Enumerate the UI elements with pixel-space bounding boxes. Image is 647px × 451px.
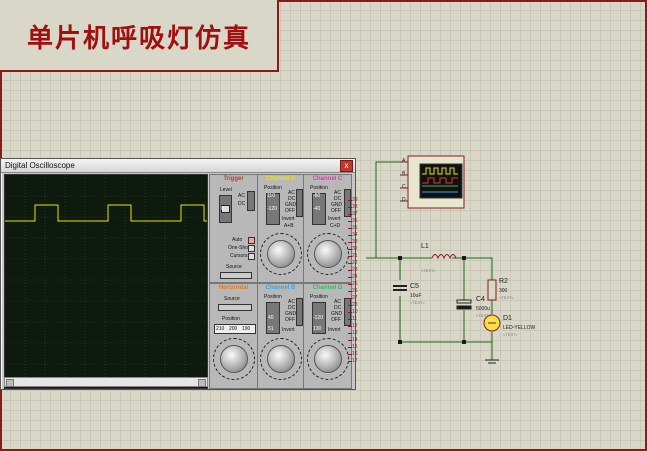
trigger-source-selector[interactable] — [220, 272, 252, 279]
pin-label: 11 — [348, 316, 366, 323]
c5-text: <TEXT> — [410, 300, 425, 305]
pin-label: 26 — [348, 288, 366, 295]
channel-d-panel: Channel D Position -120 130 AC DC GND OF… — [303, 283, 352, 389]
c4-label: C4 — [476, 296, 485, 303]
horizontal-position-spinner[interactable]: 210 200 190 — [214, 324, 256, 334]
title-box: 单片机呼吸灯仿真 — [0, 0, 279, 72]
pin-label: 28 — [348, 302, 366, 309]
channel-b-title: Channel B — [265, 285, 296, 291]
pin-label: 36 — [348, 218, 366, 225]
c4-value: 5000u — [476, 306, 490, 312]
trigger-level-spinner[interactable] — [219, 195, 232, 223]
scope-pin-b: B — [402, 171, 406, 177]
horizontal-source-selector[interactable] — [218, 304, 252, 311]
scroll-right-arrow[interactable] — [198, 379, 206, 387]
scroll-left-arrow[interactable] — [6, 379, 14, 387]
pin-label: 37 — [348, 211, 366, 218]
scope-pin-column: 39 38 37 36 35 34 33 32 21 22 23 24 25 2… — [348, 197, 366, 365]
channel-c-panel: Channel C Position -80 -40 AC DC GND OFF… — [303, 174, 352, 283]
pin-label: 32 — [348, 246, 366, 253]
trigger-oneshot-button[interactable] — [248, 245, 255, 252]
pin-label: 10 — [348, 309, 366, 316]
horizontal-time-knob[interactable] — [220, 345, 248, 373]
channel-a-volts-knob[interactable] — [267, 240, 295, 268]
oscilloscope-title: Digital Oscilloscope — [5, 161, 75, 170]
horizontal-panel: Horizontal Source Position 210 200 190 — [209, 283, 258, 389]
scope-pin-c: C — [402, 184, 406, 190]
scope-trace-svg — [5, 175, 207, 388]
scope-display — [4, 174, 208, 389]
pin-label: 13 — [348, 330, 366, 337]
pin-label: 15 — [348, 344, 366, 351]
wire-to-r2 — [452, 257, 493, 280]
page-title: 单片机呼吸灯仿真 — [27, 24, 252, 54]
d1-label: D1 — [503, 315, 512, 322]
channel-b-coupling-switch[interactable] — [296, 298, 303, 326]
channel-b-position-spinner[interactable] — [266, 302, 280, 334]
l1-label: L1 — [421, 243, 429, 250]
pin-label: 38 — [348, 204, 366, 211]
pin-label: 34 — [348, 232, 366, 239]
pin-label: 39 — [348, 197, 366, 204]
wire-scope-a — [375, 161, 408, 258]
inductor-l1[interactable] — [431, 254, 457, 260]
horizontal-title: Horizontal — [218, 285, 249, 291]
pin-label: 12 — [348, 323, 366, 330]
trigger-coupling-switch[interactable] — [247, 191, 255, 211]
l1-text: <TEXT> — [421, 268, 436, 273]
trigger-cursors-button[interactable] — [248, 253, 255, 260]
pin-label: 22 — [348, 260, 366, 267]
pin-label: 16 — [348, 351, 366, 358]
channel-c-title: Channel C — [312, 176, 343, 182]
channel-d-position-spinner[interactable] — [312, 302, 326, 334]
scope-pin-a: A — [402, 158, 406, 164]
pin-label: 25 — [348, 281, 366, 288]
pin-label: 35 — [348, 225, 366, 232]
resistor-r2[interactable] — [487, 279, 497, 301]
channel-d-volts-knob[interactable] — [314, 345, 342, 373]
c5-value: 10uF — [410, 293, 422, 299]
trigger-auto-button[interactable] — [248, 237, 255, 244]
channel-c-volts-knob[interactable] — [314, 240, 342, 268]
trigger-panel: Trigger Level 0 AC DC Auto One-Shot Curs… — [209, 174, 258, 283]
pin-label: 27 — [348, 295, 366, 302]
capacitor-c4[interactable] — [456, 299, 472, 304]
pin-label: 21 — [348, 253, 366, 260]
scope-pin-d: D — [402, 197, 406, 203]
pin-label: 14 — [348, 337, 366, 344]
channel-a-trace — [5, 204, 207, 222]
oscilloscope-window[interactable]: Digital Oscilloscope x Trigger Level 0 A… — [0, 158, 356, 390]
channel-a-position-spinner[interactable] — [266, 193, 280, 225]
channel-a-panel: Channel A Position 110 -120 AC DC GND OF… — [257, 174, 304, 283]
channel-a-coupling-switch[interactable] — [296, 189, 303, 217]
pin-label: 33 — [348, 239, 366, 246]
oscilloscope-titlebar[interactable]: Digital Oscilloscope x — [1, 159, 355, 173]
d1-text: <TEXT> — [503, 332, 518, 337]
trigger-title: Trigger — [223, 176, 244, 182]
pin-label: 23 — [348, 267, 366, 274]
r2-text: <TEXT> — [499, 295, 514, 300]
channel-a-title: Channel A — [265, 176, 296, 182]
channel-c-coupling-switch[interactable] — [344, 189, 351, 217]
scope-horizontal-scrollbar[interactable] — [4, 377, 208, 387]
channel-b-panel: Channel B Position 40 51 AC DC GND OFF I… — [257, 283, 304, 389]
channel-d-title: Channel D — [312, 285, 343, 291]
channel-c-position-spinner[interactable] — [312, 193, 326, 225]
close-button[interactable]: x — [340, 160, 353, 172]
pin-label: 24 — [348, 274, 366, 281]
channel-b-volts-knob[interactable] — [267, 345, 295, 373]
r2-value: 300 — [499, 288, 508, 294]
r2-label: R2 — [499, 278, 508, 285]
c4-text: <TEXT> — [476, 313, 491, 318]
c5-label: C5 — [410, 283, 419, 290]
pin-label: 17 — [348, 358, 366, 365]
d1-value: LED-YELLOW — [503, 325, 536, 331]
